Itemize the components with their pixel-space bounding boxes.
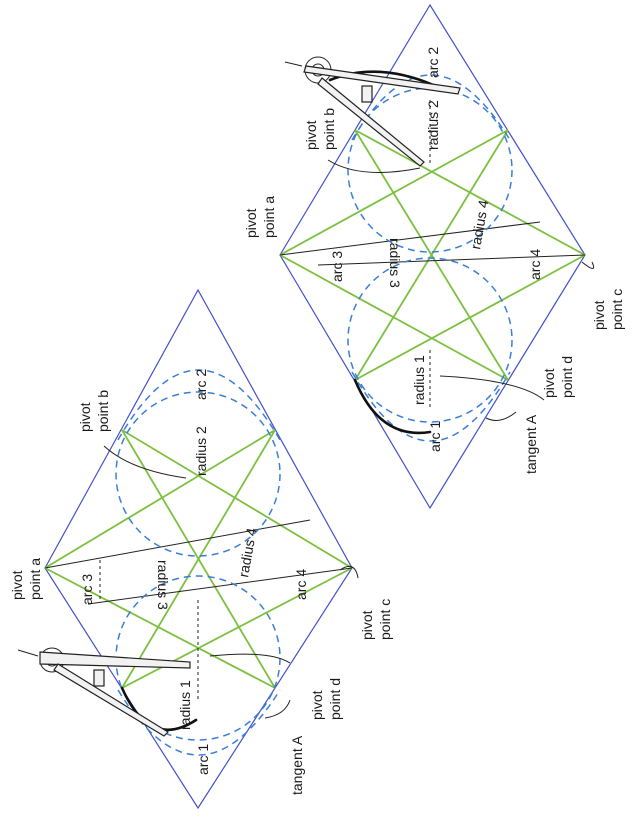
right-label-radius1: radius 1 [411,355,427,405]
right-label-arc1: arc 1 [427,421,443,452]
right-label-radius4: radius 4 [467,198,491,250]
right-label-radius3: radius 3 [387,238,403,288]
left-label-radius2: radius 2 [193,426,209,476]
left-compass [17,647,191,737]
left-label-arc2: arc 2 [193,369,209,400]
right-construction-lines [279,129,586,381]
left-label-arc4: arc 4 [293,569,309,600]
left-rhombus [44,288,353,810]
left-panel: arc 2 radius 2 radius 4 arc 3 radius 3 a… [9,288,393,810]
left-label-pivot-a: pivot point a [9,558,43,600]
left-label-tangent-a: tangent A [289,735,305,795]
right-label-arc2: arc 2 [425,47,441,78]
right-label-pivot-c: pivot point c [591,289,625,330]
right-label-pivot-b: pivot point b [303,108,337,150]
right-label-pivot-d: pivot point d [541,356,575,398]
left-label-radius1: radius 1 [177,680,193,730]
right-label-arc4: arc 4 [527,249,543,280]
right-compass [284,56,461,167]
left-label-radius4: radius 4 [235,526,259,578]
right-label-pivot-a: pivot point a [243,196,277,238]
left-label-arc1: arc 1 [195,744,211,775]
left-pointer-lines [99,445,359,719]
right-label-tangent-a: tangent A [523,414,539,474]
left-label-pivot-b: pivot point b [77,390,111,432]
left-label-radius3: radius 3 [155,560,171,610]
left-label-pivot-d: pivot point d [309,678,343,720]
right-label-radius2: radius 2 [425,100,441,150]
left-construction-lines [44,429,353,689]
right-label-arc3: arc 3 [329,251,345,282]
left-label-arc3: arc 3 [79,574,95,605]
left-label-pivot-c: pivot point c [359,599,393,640]
right-arc-1 [353,378,432,435]
right-panel: arc 2 radius 2 radius 4 arc 3 radius 3 a… [243,3,625,510]
right-pointer-lines [327,100,595,421]
